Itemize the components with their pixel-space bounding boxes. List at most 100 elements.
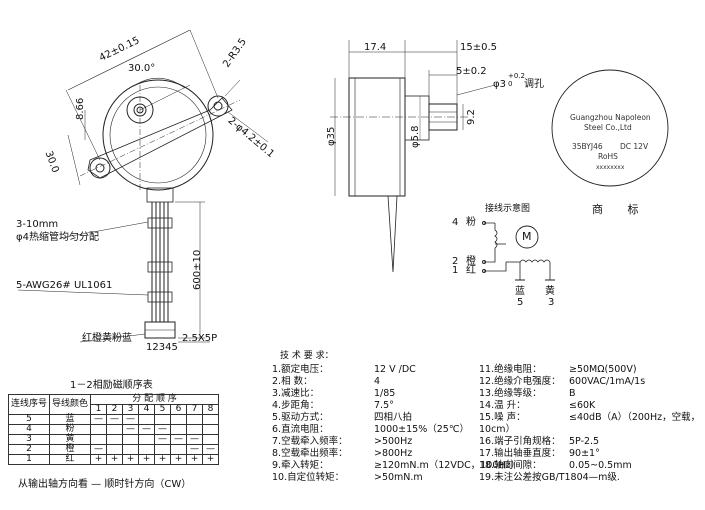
note-heatshrink: φ4热缩管均匀分配	[16, 232, 99, 243]
seq-cell: —	[90, 444, 108, 455]
brand-model: 35BYJ46	[572, 142, 603, 151]
req-key: 17.输出轴垂直度：	[479, 448, 561, 459]
direction-note: 从输出轴方向看 — 顺时针方向（CW）	[18, 479, 192, 490]
seq-cell	[186, 414, 204, 425]
req-key: 6.直流电阻：	[272, 424, 329, 435]
wire-5-no: 5	[517, 297, 524, 308]
brand-label-circle	[551, 69, 669, 187]
req-value: ≥120mN.m（12VDC，100Hz）	[374, 460, 521, 471]
seq-cell	[90, 434, 108, 445]
seq-cell	[170, 444, 188, 455]
req-key: 9.牵入转矩：	[272, 460, 329, 471]
req-key: 3.减速比：	[272, 388, 320, 399]
req-key: 10.自定位转矩：	[272, 472, 345, 483]
motor-side-body	[348, 77, 406, 197]
seq-cell	[106, 424, 124, 435]
seq-cell: —	[154, 434, 172, 445]
connector-spec: 2.5X5P	[182, 333, 218, 344]
seq-cell: —	[186, 444, 204, 455]
req-value: ≥50MΩ(500V)	[569, 364, 637, 375]
req-value: 90±1°	[569, 448, 600, 459]
req-key: 2.相 数：	[272, 376, 313, 387]
seq-cell	[170, 424, 188, 435]
seq-cell	[122, 444, 140, 455]
motor-label: M	[522, 230, 532, 243]
row-no: 5	[7, 414, 51, 425]
row-color: 黄	[49, 434, 92, 445]
header-dist: 分 配 顺 序	[90, 394, 220, 405]
req-value: B	[569, 388, 576, 399]
step-4: 4	[138, 404, 156, 415]
dim-866: 8.66	[75, 97, 86, 120]
row-color: 红	[49, 454, 92, 465]
seq-cell	[138, 444, 156, 455]
dim-5-8: φ5.8	[410, 125, 421, 149]
seq-cell	[106, 434, 124, 445]
req-key: 1.额定电压：	[272, 364, 329, 375]
seq-cell: —	[154, 424, 172, 435]
req-value: >800Hz	[374, 448, 413, 459]
dim-lead-length: 600±10	[192, 249, 203, 290]
seq-cell	[202, 424, 220, 435]
req-key: 15.噪 声：	[479, 412, 526, 423]
row-color: 粉	[49, 424, 92, 435]
step-7: 7	[186, 404, 204, 415]
step-3: 3	[122, 404, 140, 415]
req-value: 10cm）	[479, 424, 516, 435]
pin-numbers: 12345	[146, 342, 178, 353]
brand-rohs: RoHS	[598, 152, 618, 161]
seq-cell: —	[122, 414, 140, 425]
row-no: 3	[7, 434, 51, 445]
brand-caption: 商 标	[592, 203, 639, 216]
mount-hole-right	[207, 95, 229, 117]
seq-cell	[202, 414, 220, 425]
req-key: 4.步距角：	[272, 400, 320, 411]
req-key: 18.轴向间隙：	[479, 460, 542, 471]
req-key: 7.空载牵入频率：	[272, 436, 348, 447]
seq-cell: +	[106, 454, 124, 465]
seq-cell: +	[154, 454, 172, 465]
dim-shaft: φ3	[493, 79, 506, 90]
seq-cell: +	[202, 454, 220, 465]
brand-line2: Steel Co.,Ltd	[584, 123, 632, 132]
seq-cell	[154, 414, 172, 425]
step-2: 2	[106, 404, 124, 415]
seq-cell	[170, 414, 188, 425]
req-key: 12.绝缘介电强度：	[479, 376, 561, 387]
wire-1-no: 1	[452, 265, 459, 276]
req-value: 1/85	[374, 388, 396, 399]
seq-cell: —	[202, 444, 220, 455]
wire-2-color: 橙	[466, 256, 476, 267]
req-key: 8.空载牵出频率：	[272, 448, 348, 459]
seq-cell: +	[186, 454, 204, 465]
dim-angle: 30.0°	[128, 63, 156, 74]
requirements-title: 技 术 要 求：	[280, 351, 334, 361]
seq-cell: —	[122, 424, 140, 435]
note-wire-spec: 5-AWG26# UL1061	[16, 280, 113, 291]
req-value: >50mN.m	[374, 472, 423, 483]
req-key: 14.温 升：	[479, 400, 526, 411]
row-no: 1	[7, 454, 51, 465]
req-key: 11.绝缘电阻：	[479, 364, 542, 375]
seq-cell: —	[106, 414, 124, 425]
motor-body-outline	[102, 79, 214, 191]
note-flat: 调孔	[524, 79, 544, 90]
seq-cell	[122, 434, 140, 445]
seq-cell: +	[138, 454, 156, 465]
row-no: 2	[7, 444, 51, 455]
brand-line1: Guangzhou Napoleon	[570, 113, 651, 122]
seq-cell	[106, 444, 124, 455]
wire-2-no: 2	[452, 256, 459, 267]
seq-cell: +	[170, 454, 188, 465]
dim-5: 5±0.2	[456, 66, 487, 77]
motor-symbol	[515, 225, 539, 249]
seq-cell: —	[138, 424, 156, 435]
req-key: 16.端子引角规格：	[479, 436, 561, 447]
mount-hole-left	[89, 157, 111, 179]
step-5: 5	[154, 404, 172, 415]
req-value: ≤40dB（A）（200Hz，空载，	[569, 412, 701, 423]
dim-35: φ35	[326, 126, 337, 146]
